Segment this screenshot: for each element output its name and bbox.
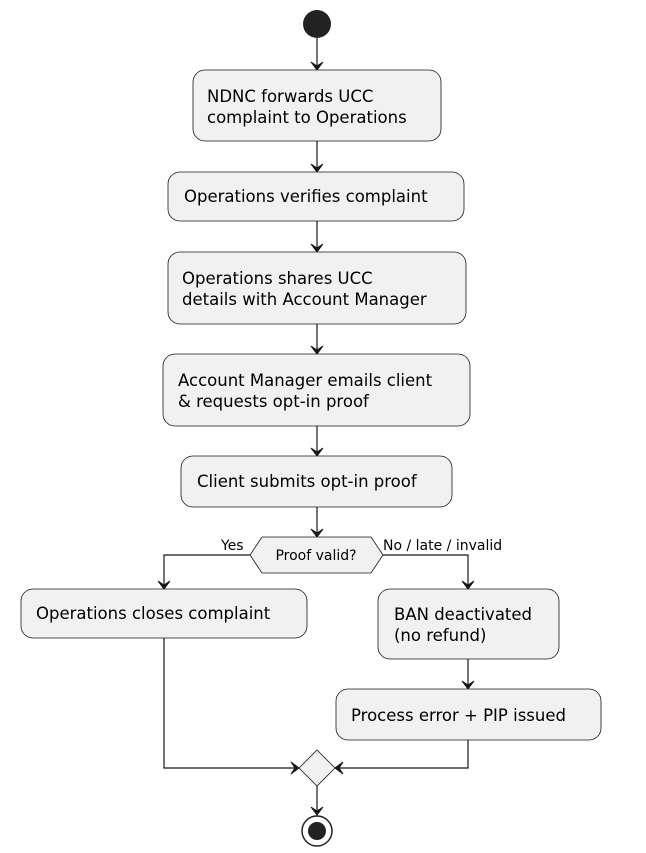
action-ban-deactivated-line2: (no refund)	[394, 626, 486, 645]
arrow-verify-share	[310, 243, 324, 253]
decision-yes-label: Yes	[220, 538, 244, 554]
action-operations-shares: Operations shares UCC details with Accou…	[167, 251, 467, 325]
action-client-submits: Client submits opt-in proof	[180, 455, 453, 508]
action-operations-verifies: Operations verifies complaint	[167, 171, 465, 222]
action-operations-closes: Operations closes complaint	[20, 588, 308, 639]
end-node	[301, 815, 333, 847]
merge-node	[298, 749, 336, 787]
action-operations-verifies-line1: Operations verifies complaint	[184, 187, 428, 206]
action-process-error-pip-line1: Process error + PIP issued	[351, 706, 566, 725]
start-node	[303, 10, 331, 38]
action-ban-deactivated: BAN deactivated (no refund)	[377, 588, 560, 660]
arrow-decision-no	[461, 580, 475, 590]
action-operations-shares-line1: Operations shares UCC	[182, 269, 373, 288]
arrow-start-forward	[310, 61, 324, 71]
edge-decision-yes	[163, 554, 250, 589]
action-ndnc-forwards-line2: complaint to Operations	[207, 108, 407, 127]
arrow-email-submit	[310, 447, 324, 457]
action-ndnc-forwards: NDNC forwards UCC complaint to Operation…	[192, 69, 442, 142]
edge-pip-merge	[335, 740, 469, 769]
action-client-submits-line1: Client submits opt-in proof	[197, 472, 418, 491]
action-operations-closes-line1: Operations closes complaint	[36, 604, 271, 623]
decision-no-label: No / late / invalid	[383, 538, 502, 554]
decision-label: Proof valid?	[275, 548, 356, 564]
arrow-share-email	[310, 345, 324, 355]
edge-decision-no	[383, 554, 469, 589]
decision-proof-valid: Proof valid?	[249, 536, 384, 574]
arrow-deactivate-pip	[461, 680, 475, 690]
action-account-manager-emails-line2: & requests opt-in proof	[178, 392, 370, 411]
action-account-manager-emails-line1: Account Manager emails client	[178, 371, 433, 390]
action-account-manager-emails: Account Manager emails client & requests…	[162, 353, 471, 427]
arrow-pip-merge	[334, 761, 344, 775]
action-process-error-pip: Process error + PIP issued	[335, 688, 602, 741]
edge-close-merge	[163, 638, 299, 769]
arrow-decision-yes	[157, 580, 171, 590]
arrow-merge-end	[310, 806, 324, 816]
action-operations-shares-line2: details with Account Manager	[182, 290, 427, 309]
action-ban-deactivated-line1: BAN deactivated	[394, 605, 532, 624]
action-ndnc-forwards-line1: NDNC forwards UCC	[207, 87, 373, 106]
arrow-forward-verify	[310, 163, 324, 173]
arrow-close-merge	[290, 761, 300, 775]
arrow-submit-decision	[310, 528, 324, 538]
edges	[157, 38, 475, 816]
